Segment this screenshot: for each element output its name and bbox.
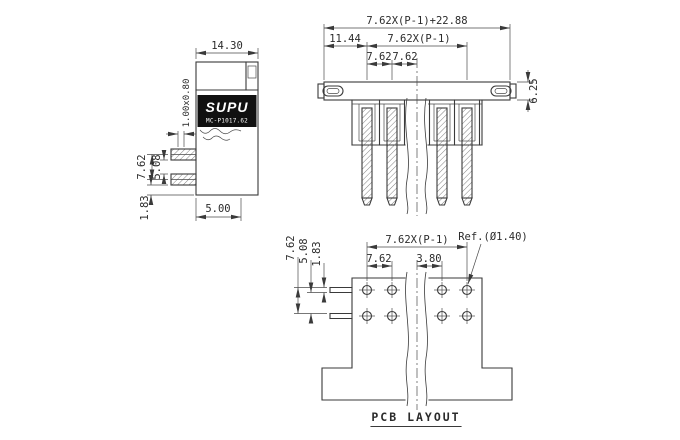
texture-scribble	[202, 135, 231, 141]
mounting-slot-right	[490, 85, 512, 97]
front-view-dimensions: 7.62X(P-1)+22.88 11.44 7.62X(P-1) 7.62 7…	[323, 15, 540, 112]
dim-pin-pitch: 7.62	[136, 154, 148, 179]
dim-row-gap: 5.08	[298, 238, 310, 263]
dim-row-pitch: 7.62	[285, 235, 297, 260]
brand-plate	[197, 95, 257, 127]
pin	[358, 103, 376, 206]
break-line	[424, 97, 428, 215]
dim-pitch-a: 7.62	[366, 51, 391, 63]
mounting-slot-left	[322, 85, 344, 97]
pcb-layout-view: 7.62 5.08 1.83 7.62X(P-1) 7.62 3.80 Ref.…	[285, 231, 528, 428]
pcb-caption: PCB LAYOUT	[371, 410, 460, 424]
pad	[458, 307, 476, 325]
pad	[433, 307, 451, 325]
latch-slot	[247, 65, 257, 79]
pcb-outline-left	[321, 277, 406, 401]
break-line	[405, 97, 409, 215]
dim-row-spacing: 5.08	[151, 154, 163, 179]
ref-hole-label: Ref.(Ø1.40)	[458, 231, 528, 243]
model-label: MC-P1017.62	[206, 118, 248, 125]
dim-pin-span: 7.62X(P-1)	[387, 33, 450, 45]
pad	[358, 307, 376, 325]
dim-half-pitch: 3.80	[416, 253, 441, 265]
body-outline	[195, 61, 259, 196]
dim-depth: 5.00	[205, 203, 230, 215]
dim-pad-pitch: 7.62	[366, 253, 391, 265]
side-view: SUPU MC-P1017.62 14.30 1.00x0.80	[136, 40, 259, 221]
pin	[433, 103, 451, 206]
dim-tail-length: 1.83	[139, 195, 151, 220]
break-line	[405, 271, 409, 407]
pcb-dimensions: 7.62 5.08 1.83 7.62X(P-1) 7.62 3.80 Ref.…	[285, 231, 528, 324]
texture-scribble	[199, 128, 242, 135]
pad	[383, 281, 401, 299]
pin	[458, 103, 476, 206]
dim-pad-span: 7.62X(P-1)	[385, 234, 448, 246]
side-view-body: SUPU MC-P1017.62	[195, 61, 259, 196]
dim-end-offset: 11.44	[329, 33, 361, 45]
dim-flange-height: 6.25	[528, 78, 540, 103]
front-view: 7.62X(P-1)+22.88 11.44 7.62X(P-1) 7.62 7…	[317, 15, 540, 216]
dim-pitch-b: 7.62	[392, 51, 417, 63]
dim-pin-section: 1.00x0.80	[182, 79, 192, 128]
dim-overall-length: 7.62X(P-1)+22.88	[366, 15, 467, 27]
pcb-outline-right	[428, 277, 513, 401]
pcb-pin-traces	[329, 286, 353, 320]
pad	[358, 281, 376, 299]
side-view-pins	[170, 148, 197, 186]
pad	[383, 307, 401, 325]
pin	[383, 103, 401, 206]
break-line	[424, 271, 428, 407]
ref-leader-line	[467, 243, 482, 285]
pad	[458, 281, 476, 299]
dim-body-width: 14.30	[211, 40, 243, 52]
pad	[433, 281, 451, 299]
dim-pad-width: 1.83	[311, 241, 323, 266]
brand-label: SUPU	[206, 99, 249, 115]
side-view-dimensions: 14.30 1.00x0.80 7.62 5.08 1.83	[136, 40, 259, 221]
